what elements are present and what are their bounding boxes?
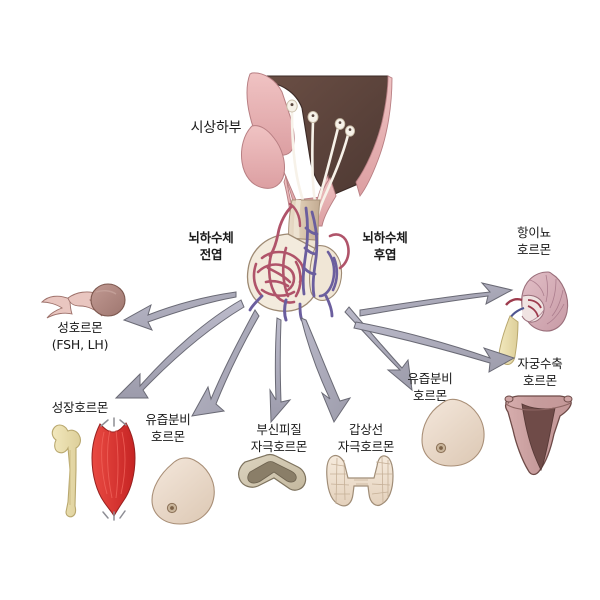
arrow-icon [300,317,352,424]
pituitary-posterior-label: 뇌하수체 후엽 [362,230,408,262]
muscle-icon [91,417,136,521]
growth-hormone-label: 성장호르몬 [51,400,109,415]
prolactin-left-label: 유즙분비 호르몬 [145,412,191,444]
arrow-icon [353,321,516,373]
arrow-icon [269,317,292,424]
hypothalamus-label: 시상하부 [190,120,242,136]
oxytocin-label: 자궁수축 호르몬 [517,356,563,388]
ovary-icon [40,283,126,319]
prolactin-right-label: 유즙분비 호르몬 [407,371,453,403]
arrow-icon [122,291,237,331]
adh-label: 항이뇨 호르몬 [517,225,551,257]
sex-hormone-label: 성호르몬 (FSH, LH) [51,320,109,352]
pituitary-gland-icon [246,199,350,322]
breast-icon [151,457,215,525]
arrow-icon [191,309,260,417]
tsh-label: 갑상선 자극호르몬 [337,422,395,454]
arrow-icon [114,299,245,399]
pituitary-anterior-label: 뇌하수체 전엽 [188,230,234,262]
arrow-icon [359,282,514,317]
adrenal-gland-icon [238,453,307,491]
acth-label: 부신피질 자극호르몬 [250,422,308,454]
uterus-icon [504,395,573,476]
kidney-icon [498,271,569,365]
thyroid-gland-icon [326,454,394,507]
breast-icon [421,398,485,467]
femur-bone-icon [51,424,81,518]
